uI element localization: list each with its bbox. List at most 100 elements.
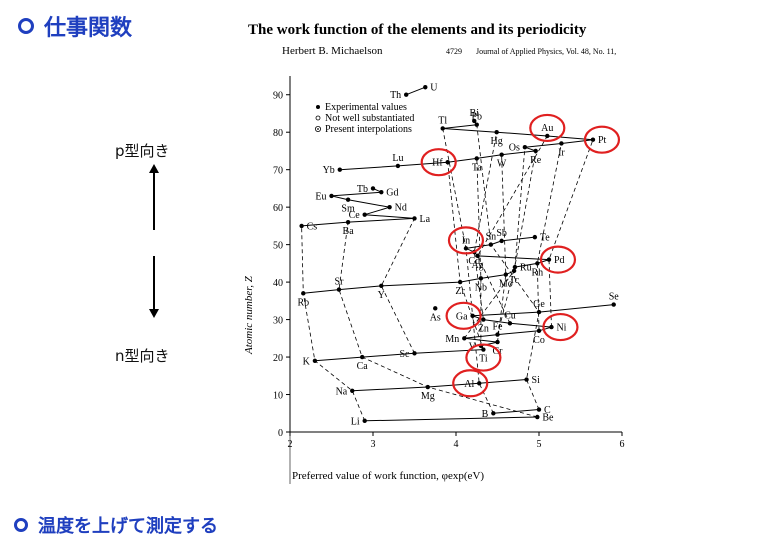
period-trend-line xyxy=(339,120,594,171)
arrow-up-icon xyxy=(149,164,159,230)
element-label: Sm xyxy=(341,204,355,215)
highlight-circle-al xyxy=(452,369,489,398)
element-label: Li xyxy=(351,416,360,427)
element-label: Rb xyxy=(297,297,309,308)
element-label: Ga xyxy=(456,311,468,322)
group-trend-line xyxy=(463,150,537,339)
figure-author: Herbert B. Michaelson xyxy=(282,45,383,57)
data-point-ba xyxy=(345,219,351,225)
element-label: Bi xyxy=(470,108,480,119)
highlight-circle-hf xyxy=(420,148,457,177)
data-point-ce xyxy=(362,212,367,217)
data-point-mg xyxy=(425,384,430,390)
element-label: Ce xyxy=(349,210,361,221)
y-tick-label: 20 xyxy=(273,353,283,364)
data-point-au xyxy=(545,133,550,139)
data-point-as xyxy=(433,306,438,311)
element-label: Re xyxy=(530,155,542,166)
figure-title: The work function of the elements and it… xyxy=(248,22,587,38)
data-point-ag xyxy=(475,253,480,259)
element-label: B xyxy=(482,409,489,420)
element-label: Be xyxy=(542,413,554,424)
period-trend-line xyxy=(406,86,426,96)
data-point-tl xyxy=(440,126,445,131)
element-label: Sn xyxy=(486,232,497,243)
data-point-mn xyxy=(462,336,467,341)
element-label: W xyxy=(497,159,507,170)
legend: Experimental values Not well substantiat… xyxy=(315,102,414,135)
element-label: Os xyxy=(509,143,520,154)
data-point-in xyxy=(463,246,469,251)
slide-title-text: 仕事関数 xyxy=(44,16,133,41)
element-label: Gd xyxy=(386,188,398,199)
element-label: Th xyxy=(390,90,401,101)
data-point-sm xyxy=(345,197,351,202)
element-label: Co xyxy=(533,335,545,346)
data-point-w xyxy=(499,152,504,157)
x-axis-label: Preferred value of work function, φexp(e… xyxy=(292,470,484,482)
data-point-be xyxy=(535,414,540,420)
data-point-la xyxy=(412,216,417,221)
element-label: Ir xyxy=(558,147,565,158)
data-point-cs xyxy=(299,223,304,229)
data-point-hf xyxy=(445,159,450,165)
data-point-si xyxy=(524,377,529,382)
highlight-circle-ti xyxy=(465,343,502,372)
element-label: Se xyxy=(609,292,620,303)
y-tick-label: 80 xyxy=(273,128,283,139)
data-point-os xyxy=(522,145,528,150)
element-label: K xyxy=(303,356,311,367)
element-label: Ca xyxy=(357,361,369,372)
element-label: Ag xyxy=(471,260,483,271)
element-label: Si xyxy=(532,375,541,386)
data-point-cr xyxy=(495,339,500,345)
data-point-zr xyxy=(457,279,463,285)
legend-item: Present interpolations xyxy=(325,124,412,135)
p-type-label: p型向き xyxy=(115,142,170,160)
data-point-ca xyxy=(360,354,365,360)
data-point-zn xyxy=(481,317,486,322)
data-point-sb xyxy=(499,238,504,244)
data-point-ge xyxy=(536,309,542,315)
element-label: Zr xyxy=(455,286,465,297)
element-label: Rh xyxy=(532,267,544,278)
element-label: Yb xyxy=(323,165,335,176)
element-label: Au xyxy=(541,123,553,134)
element-label: Mo xyxy=(499,279,513,290)
data-point-se xyxy=(611,302,616,307)
element-label: Ta xyxy=(472,162,482,173)
element-label: Cu xyxy=(504,310,516,321)
data-point-rb xyxy=(301,291,306,296)
group-trend-line xyxy=(301,225,366,421)
data-point-ga xyxy=(470,313,475,319)
group-trend-line xyxy=(536,143,562,331)
y-tick-label: 90 xyxy=(273,91,283,102)
y-tick-label: 40 xyxy=(273,278,283,289)
y-tick-label: 0 xyxy=(278,428,283,439)
element-label: U xyxy=(430,83,438,94)
group-trend-line xyxy=(477,135,548,324)
data-point-ta xyxy=(474,156,479,161)
data-point-ru xyxy=(512,264,518,270)
element-label: Y xyxy=(378,290,385,301)
y-tick-label: 50 xyxy=(273,241,283,252)
bottom-heading: 温度を上げて測定する xyxy=(14,512,218,538)
period-trend-line xyxy=(364,416,538,422)
data-point-pt xyxy=(590,137,596,142)
element-label: Zn xyxy=(478,324,489,335)
x-tick-label: 4 xyxy=(454,439,459,450)
element-label: As xyxy=(430,312,441,323)
circle-bullet-icon xyxy=(14,518,28,532)
data-point-co xyxy=(536,328,542,334)
data-point-yb xyxy=(337,167,342,172)
data-point-b xyxy=(491,411,496,416)
data-point-mo xyxy=(503,272,508,277)
period-trend-line xyxy=(303,236,550,294)
data-point-pb xyxy=(474,122,479,127)
figure-journal: Journal of Applied Physics, Vol. 48, No.… xyxy=(476,47,616,56)
group-trend-line xyxy=(497,147,526,335)
data-point-sr xyxy=(336,287,342,292)
legend-item: Not well substantiated xyxy=(325,113,414,124)
slide-title: 仕事関数 xyxy=(18,10,132,42)
data-point-k xyxy=(312,358,318,363)
